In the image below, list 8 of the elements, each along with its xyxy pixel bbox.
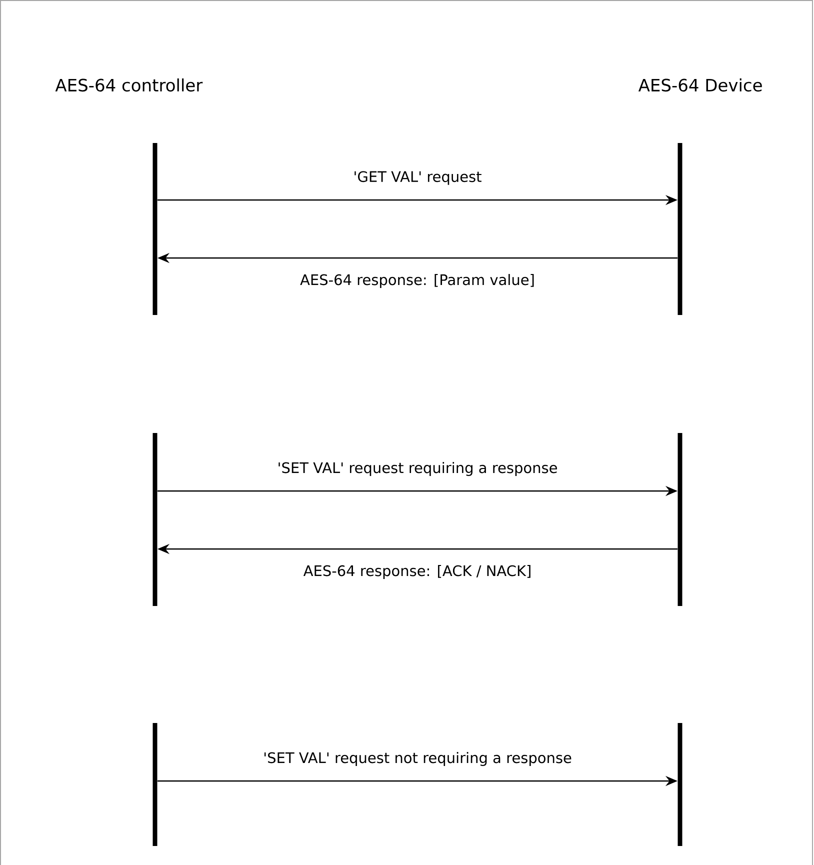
- lifeline-bar: [152, 723, 158, 846]
- edge-label: 'SET VAL' request not requiring a response: [264, 752, 572, 766]
- lifeline-title: AES-64 controller: [55, 78, 203, 92]
- lifeline-title: AES-64 Device: [638, 78, 762, 92]
- edge-label: AES-64 response: [Param value]: [300, 274, 534, 288]
- edge-label: AES-64 response: [ACK / NACK]: [303, 564, 530, 580]
- edge-label: 'SET VAL' request requiring a response: [278, 462, 557, 476]
- edge-label: 'GET VAL' request: [354, 171, 482, 185]
